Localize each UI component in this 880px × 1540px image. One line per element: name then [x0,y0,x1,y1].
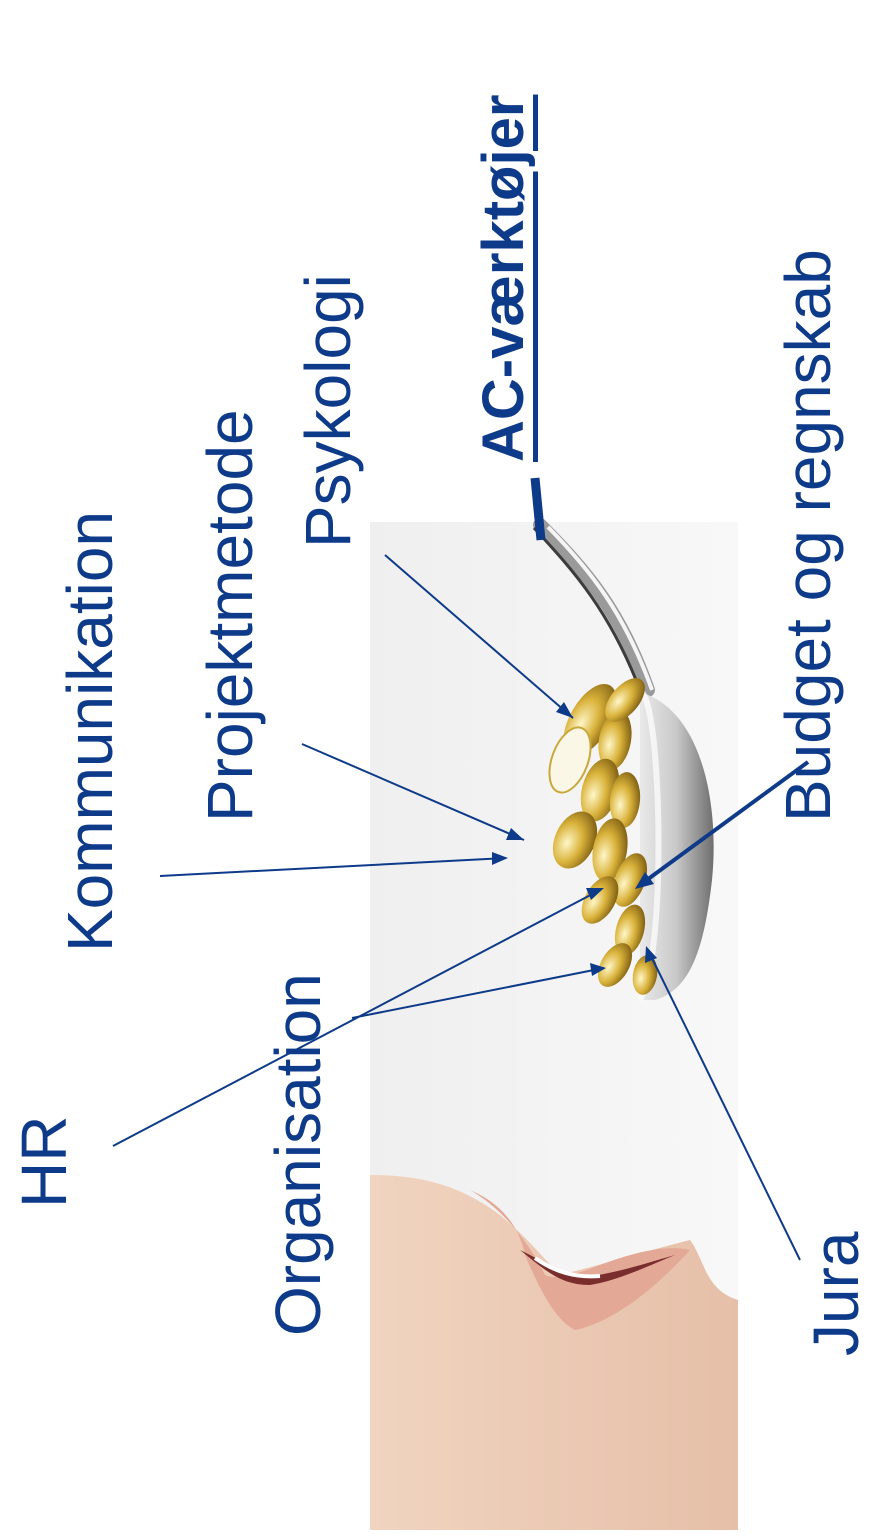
label-projektmetode: Projektmetode [198,409,262,822]
label-psykologi: Psykologi [296,274,360,548]
title-dash [535,478,541,540]
label-budget-og-regnskab: Budget og regnskab [776,249,840,822]
label-hr: HR [12,1116,76,1208]
page-title: AC-værktøjer [475,95,533,462]
label-organisation: Organisation [266,973,330,1336]
label-jura: Jura [804,1232,868,1357]
label-kommunikation: Kommunikation [58,511,122,952]
